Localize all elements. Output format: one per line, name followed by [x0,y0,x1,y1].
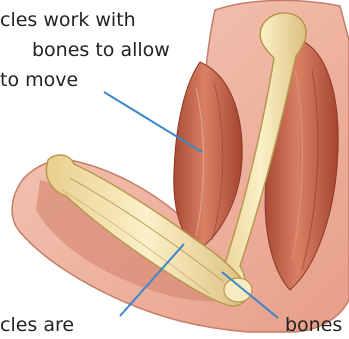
label-top-line3: to move [0,68,78,92]
label-bottom-left: cles are [0,313,74,337]
label-top-line1: cles work with [0,8,136,32]
label-bottom-right: bones [285,313,342,337]
elbow-joint [224,278,252,302]
label-top-line2: bones to allow [32,38,170,62]
